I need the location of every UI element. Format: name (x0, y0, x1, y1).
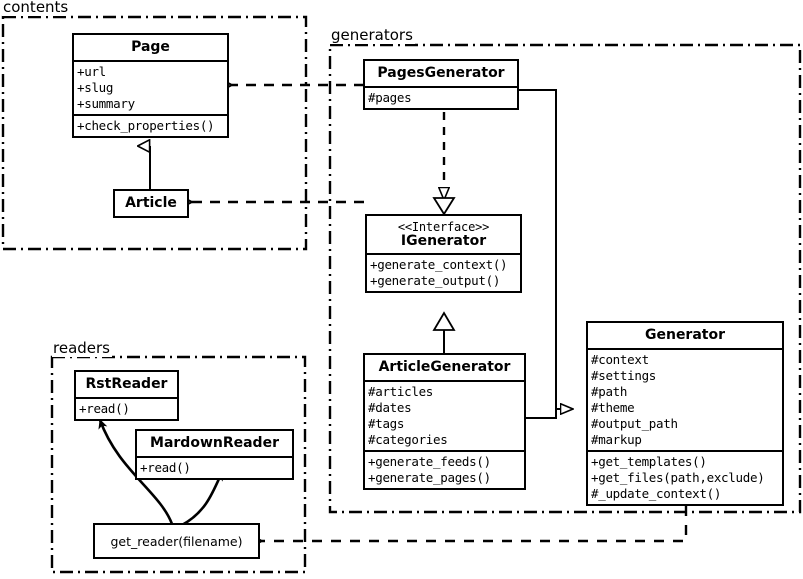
class-articlegenerator-attribute: #articles (368, 384, 434, 399)
class-generator-operation: +get_files(path,exclude) (591, 470, 765, 485)
class-generator-attribute: #markup (591, 432, 642, 447)
package-label-generators: generators (330, 26, 415, 44)
class-page-attribute: +summary (77, 96, 135, 111)
class-pagesgenerator-attribute: #pages (368, 90, 412, 105)
class-igenerator-label: IGenerator (400, 233, 487, 249)
class-articlegenerator-name: ArticleGenerator (378, 359, 511, 375)
class-articlegenerator[interactable]: ArticleGenerator #articles #dates #tags … (363, 353, 526, 490)
function-get-reader[interactable]: get_reader(filename) (93, 523, 260, 559)
class-rstreader-name: RstReader (85, 376, 168, 392)
class-generator-name: Generator (644, 327, 725, 343)
class-articlegenerator-operations: +generate_feeds() +generate_pages() (365, 450, 524, 488)
class-igenerator-operation: +generate_context() (370, 257, 508, 272)
class-rstreader-operation: +read() (79, 401, 130, 416)
class-generator-attribute: #theme (591, 400, 635, 415)
class-generator-operation: #_update_context() (591, 486, 722, 501)
class-page-operation: +check_properties() (77, 118, 215, 133)
class-page-name: Page (131, 39, 170, 55)
class-mardownreader-operations: +read() (137, 456, 292, 478)
class-generator-operations: +get_templates() +get_files(path,exclude… (588, 450, 782, 504)
arrowhead-igenerator-from-pagesgenerator (432, 197, 456, 216)
class-mardownreader-name: MardownReader (150, 435, 279, 451)
class-page-operations: +check_properties() (74, 114, 227, 136)
class-page-attribute: +slug (77, 80, 114, 95)
edge-articlegenerator-to-generator (526, 409, 557, 419)
class-igenerator-operation: +generate_output() (370, 273, 501, 288)
class-articlegenerator-operation: +generate_feeds() (368, 454, 491, 469)
class-igenerator[interactable]: <<Interface>> IGenerator +generate_conte… (365, 214, 522, 293)
class-rstreader-operations: +read() (76, 397, 177, 419)
edge-generator-to-getreader (262, 506, 688, 541)
class-articlegenerator-attribute: #categories (368, 432, 448, 447)
class-page-attributes: +url +slug +summary (74, 60, 227, 114)
class-igenerator-stereotype: <<Interface>> (397, 220, 490, 234)
class-page[interactable]: Page +url +slug +summary +check_properti… (72, 33, 229, 138)
package-label-readers: readers (52, 339, 112, 357)
class-page-attribute: +url (77, 64, 106, 79)
edge-pagesgenerator-to-generator (519, 89, 573, 409)
class-mardownreader[interactable]: MardownReader +read() (135, 429, 294, 480)
class-rstreader[interactable]: RstReader +read() (74, 370, 179, 421)
class-articlegenerator-attribute: #dates (368, 400, 412, 415)
class-articlegenerator-attribute: #tags (368, 416, 405, 431)
class-article[interactable]: Article (113, 189, 189, 218)
class-generator[interactable]: Generator #context #settings #path #them… (586, 321, 784, 506)
class-generator-operation: +get_templates() (591, 454, 707, 469)
class-articlegenerator-operation: +generate_pages() (368, 470, 491, 485)
package-label-contents: contents (2, 0, 71, 16)
class-articlegenerator-attributes: #articles #dates #tags #categories (365, 380, 524, 450)
function-get-reader-label: get_reader(filename) (110, 533, 243, 549)
class-mardownreader-operation: +read() (140, 460, 191, 475)
arrowhead-igenerator-from-articlegenerator (432, 311, 456, 331)
class-pagesgenerator-attributes: #pages (365, 86, 517, 108)
class-generator-attribute: #settings (591, 368, 657, 383)
class-article-name: Article (125, 195, 177, 211)
class-generator-attributes: #context #settings #path #theme #output_… (588, 348, 782, 450)
class-igenerator-operations: +generate_context() +generate_output() (367, 253, 520, 291)
class-generator-attribute: #path (591, 384, 628, 399)
class-pagesgenerator[interactable]: PagesGenerator #pages (363, 59, 519, 110)
class-igenerator-name: <<Interface>> IGenerator (367, 216, 520, 253)
class-generator-attribute: #context (591, 352, 649, 367)
class-generator-attribute: #output_path (591, 416, 678, 431)
class-pagesgenerator-name: PagesGenerator (377, 65, 505, 81)
